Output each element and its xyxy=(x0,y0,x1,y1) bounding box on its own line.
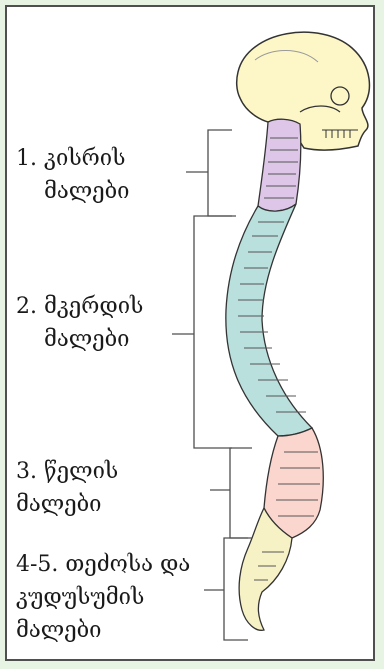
skull xyxy=(237,32,370,150)
label-sacral-coccygeal: 4-5. თეძოსა და კუდუსუმის მალები xyxy=(16,548,190,647)
label-lumbar: 3. წელის მალები xyxy=(16,455,118,521)
cervical-region xyxy=(258,119,301,211)
label-thoracic: 2. მკერდის მალები xyxy=(16,290,143,356)
thoracic-region xyxy=(226,204,312,436)
label-cervical: 1. კისრის მალები xyxy=(16,142,129,208)
